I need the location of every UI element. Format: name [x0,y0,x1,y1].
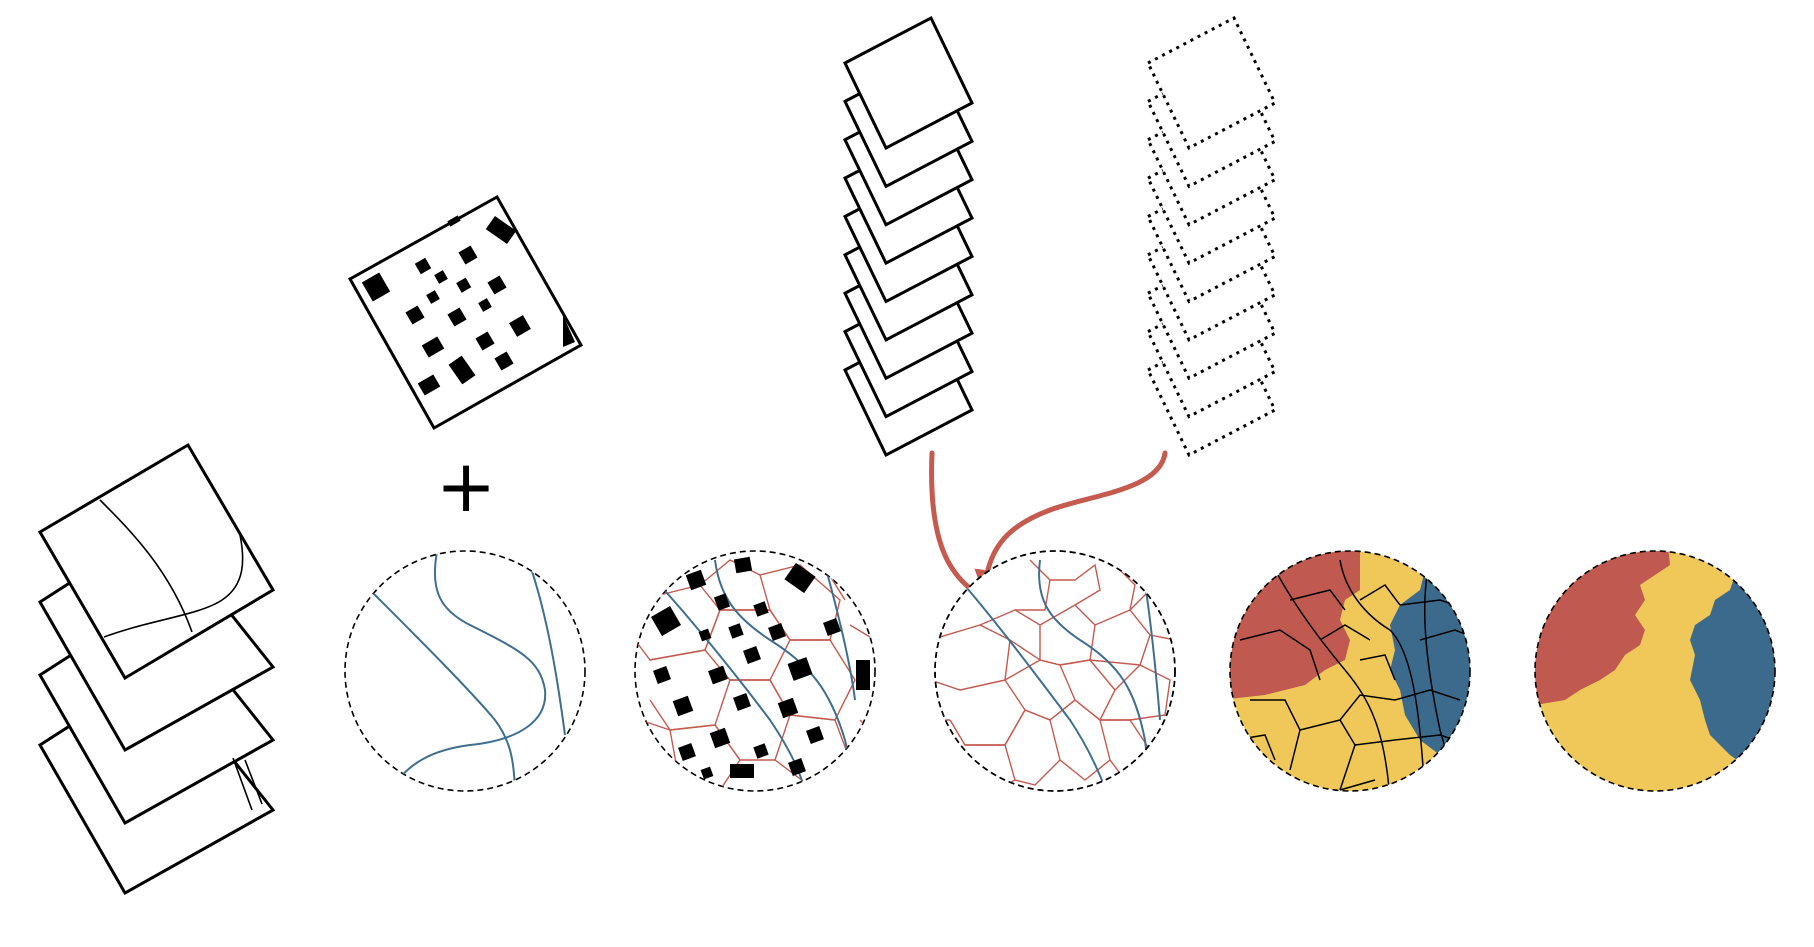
building-tile-frame [347,194,584,431]
zone-parcel-lines [1234,559,1470,791]
street-layer-stack [37,442,276,896]
street-layer-1 [37,442,276,681]
dotted-square-1 [1146,15,1277,151]
arrow-from-dotted-stack [974,450,1168,595]
parcel-buildings [650,556,870,780]
plus-sign: + [436,444,496,528]
circle-road-network [344,550,586,792]
step-buildings-and-parcels [634,550,876,792]
circle-buildings-parcels [634,550,876,792]
circle-three-zone-regions [1534,550,1776,792]
step-three-zone-regions [1534,550,1776,792]
dotted-square-stack [1146,15,1277,458]
solid-square-1 [843,15,974,151]
building-footprints [361,215,575,396]
street-line-b [103,534,244,638]
step-three-zone-parcels [1229,550,1471,792]
street-line-c [232,757,263,811]
street-line-a [99,499,193,633]
circle-three-zone-parcels [1229,550,1471,792]
circle-parcels-generated [934,550,1176,792]
solid-square-stack [843,15,974,458]
building-tile [347,194,584,431]
step-road-network [344,550,586,792]
